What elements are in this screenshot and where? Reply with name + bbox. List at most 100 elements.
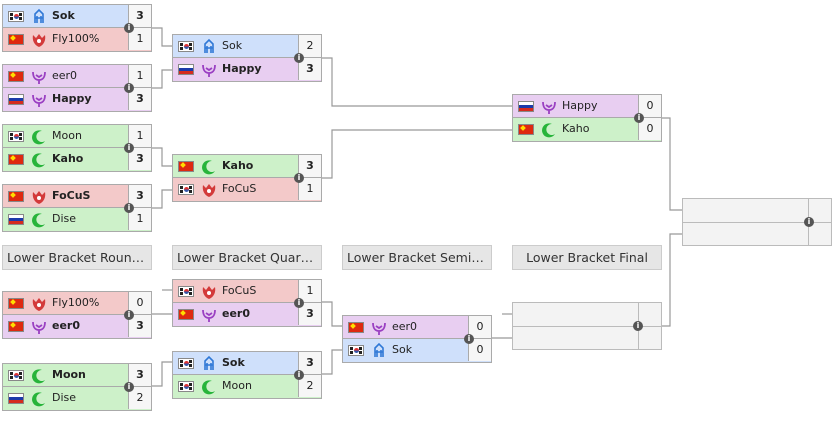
info-icon[interactable]: i — [124, 23, 134, 33]
race-protoss-icon — [30, 68, 48, 86]
player-name: eer0 — [52, 69, 78, 82]
race-random-icon — [30, 390, 48, 408]
race-terran-icon — [200, 355, 218, 373]
flag-russia-icon — [8, 94, 24, 105]
player-score: 3 — [298, 352, 321, 374]
race-protoss-icon — [200, 306, 218, 324]
player-score: 1 — [128, 65, 151, 87]
info-icon[interactable]: i — [294, 370, 304, 380]
player-name: Happy — [562, 99, 598, 112]
flag-china-icon — [518, 124, 534, 135]
player-score: 3 — [298, 155, 321, 177]
player-name: Dise — [52, 391, 77, 404]
player-score: 2 — [298, 375, 321, 397]
race-protoss-icon — [30, 318, 48, 336]
player-slot[interactable]: Fly100%0 — [3, 292, 151, 315]
lower-bracket-final-match[interactable] — [512, 302, 662, 350]
player-slot[interactable]: Happy 3 — [3, 88, 151, 111]
player-name: Kaho — [52, 152, 84, 165]
race-protoss-icon — [30, 91, 48, 109]
race-random-icon — [30, 367, 48, 385]
flag-china-icon — [8, 71, 24, 82]
flag-south-korea-icon — [178, 41, 194, 52]
player-score: 2 — [298, 35, 321, 57]
player-score: 1 — [298, 280, 321, 302]
player-score: 3 — [128, 185, 151, 207]
race-random-icon — [200, 378, 218, 396]
race-random-icon — [30, 211, 48, 229]
flag-russia-icon — [518, 101, 534, 112]
player-name: Happy — [52, 92, 92, 105]
info-icon[interactable]: i — [634, 113, 644, 123]
player-name: Sok — [222, 356, 245, 369]
player-score: 3 — [128, 88, 151, 110]
info-icon[interactable]: i — [804, 217, 814, 227]
info-icon[interactable]: i — [633, 321, 643, 331]
flag-russia-icon — [178, 64, 194, 75]
player-slot[interactable]: Sok 3 — [173, 352, 321, 375]
info-icon[interactable]: i — [464, 334, 474, 344]
player-slot[interactable]: eer0 1 — [3, 65, 151, 88]
info-icon[interactable]: i — [294, 173, 304, 183]
player-name: FoCuS — [222, 182, 257, 195]
player-score: 2 — [128, 387, 151, 409]
race-protoss-icon — [370, 319, 388, 337]
player-score: 0 — [128, 292, 151, 314]
player-slot[interactable]: Dise 2 — [3, 387, 151, 410]
info-icon[interactable]: i — [124, 83, 134, 93]
info-icon[interactable]: i — [124, 203, 134, 213]
info-icon[interactable]: i — [124, 382, 134, 392]
flag-south-korea-icon — [178, 358, 194, 369]
player-slot[interactable]: Fly100%1 — [3, 28, 151, 51]
player-score: 1 — [128, 28, 151, 50]
player-name: eer0 — [222, 307, 250, 320]
info-icon[interactable]: i — [124, 310, 134, 320]
info-icon[interactable]: i — [294, 298, 304, 308]
player-name: eer0 — [392, 320, 418, 333]
info-icon[interactable]: i — [294, 53, 304, 63]
flag-russia-icon — [8, 393, 24, 404]
header-lb-final: Lower Bracket Final — [512, 245, 662, 270]
flag-china-icon — [8, 34, 24, 45]
info-icon[interactable]: i — [124, 143, 134, 153]
race-random-icon — [200, 158, 218, 176]
player-name: eer0 — [52, 319, 80, 332]
header-lb-quarterfinal: Lower Bracket Quarte... — [172, 245, 322, 270]
flag-china-icon — [8, 191, 24, 202]
header-lb-round1: Lower Bracket Round 1 — [2, 245, 152, 270]
player-score: 3 — [128, 5, 151, 27]
player-name: Happy — [222, 62, 262, 75]
race-zerg-icon — [200, 283, 218, 301]
flag-china-icon — [178, 309, 194, 320]
race-random-icon — [30, 151, 48, 169]
race-terran-icon — [30, 8, 48, 26]
flag-south-korea-icon — [178, 381, 194, 392]
